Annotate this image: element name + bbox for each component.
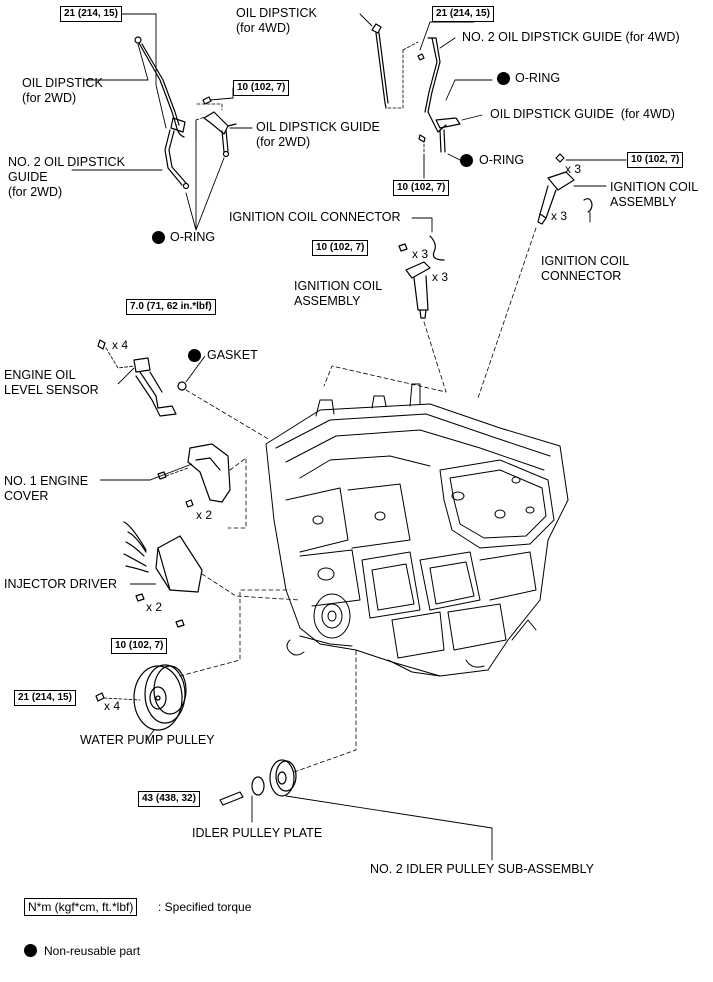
label-guide-4wd: OIL DIPSTICK GUIDE (for 4WD): [490, 107, 675, 121]
torque-oil-level-sensor: 7.0 (71, 62 in.*lbf): [126, 299, 216, 315]
label-idler-pulley-plate: IDLER PULLEY PLATE: [192, 826, 323, 840]
label-no1-engine-cover: NO. 1 ENGINE COVER: [4, 474, 89, 503]
label-ignition-coil-connector-center: IGNITION COIL CONNECTOR: [229, 210, 401, 224]
ignition-coil-right-illustration: [537, 153, 593, 225]
legend-nonreusable-text: Non-reusable part: [44, 944, 141, 958]
torque-injector-driver: 10 (102, 7): [111, 638, 168, 654]
idler-pulley-illustration: [219, 759, 297, 806]
qty-injector-driver: x 2: [146, 600, 163, 614]
label-no2-idler-pulley: NO. 2 IDLER PULLEY SUB-ASSEMBLY: [370, 862, 594, 876]
label-engine-oil-level-sensor: ENGINE OIL LEVEL SENSOR: [4, 368, 99, 397]
qty-water-pump-pulley: x 4: [104, 699, 121, 713]
label-oring-left: O-RING: [170, 230, 216, 244]
nonreusable-mark-oring-left: [152, 231, 165, 244]
legend-nonreusable-mark: [24, 944, 37, 957]
engine-block-illustration: [265, 383, 569, 677]
qty-coil-right-top: x 3: [565, 162, 582, 176]
qty-coil-center-bottom: x 3: [432, 270, 449, 284]
label-ignition-coil-right: IGNITION COIL ASSEMBLY: [610, 180, 699, 209]
qty-coil-right-bottom: x 3: [551, 209, 568, 223]
qty-coil-center-top: x 3: [412, 247, 429, 261]
label-ignition-coil-center: IGNITION COIL ASSEMBLY: [294, 279, 383, 308]
dipstick-4wd-illustration: [371, 23, 389, 109]
label-no2-guide-2wd: NO. 2 OIL DIPSTICK GUIDE (for 2WD): [8, 155, 125, 199]
torque-dipstick-2wd: 21 (214, 15): [60, 6, 122, 22]
engine-cover-illustration: [157, 443, 231, 508]
torque-coil-right: 10 (102, 7): [627, 152, 684, 168]
nonreusable-mark-gasket: [188, 349, 201, 362]
legend-torque-description: : Specified torque: [158, 900, 252, 914]
qty-engine-cover: x 2: [196, 508, 213, 522]
label-oring-4wd-top: O-RING: [515, 71, 561, 85]
dipstick-guide-2wd-illustration: [202, 96, 237, 158]
injector-driver-illustration: [123, 521, 203, 628]
nonreusable-mark-oring-4wd-bottom: [460, 154, 473, 167]
qty-oil-level-sensor: x 4: [112, 338, 129, 352]
dipstick-guide-4wd-illustration: [417, 37, 461, 153]
torque-guide-2wd: 10 (102, 7): [233, 80, 290, 96]
label-injector-driver: INJECTOR DRIVER: [4, 577, 117, 591]
label-oil-dipstick-2wd: OIL DIPSTICK (for 2WD): [22, 76, 103, 105]
label-oil-dipstick-4wd: OIL DIPSTICK (for 4WD): [236, 6, 317, 35]
ignition-coil-center-illustration: [398, 235, 445, 319]
legend-torque-box: N*m (kgf*cm, ft.*lbf): [24, 898, 138, 916]
water-pump-pulley-illustration: [95, 664, 187, 731]
label-water-pump-pulley: WATER PUMP PULLEY: [80, 733, 215, 747]
nonreusable-mark-oring-4wd-top: [497, 72, 510, 85]
label-gasket: GASKET: [207, 348, 258, 362]
label-guide-2wd: OIL DIPSTICK GUIDE (for 2WD): [256, 120, 380, 149]
label-oring-4wd-bottom: O-RING: [479, 153, 525, 167]
torque-guide-4wd-top: 21 (214, 15): [432, 6, 494, 22]
label-ignition-coil-connector-right: IGNITION COIL CONNECTOR: [541, 254, 630, 283]
oil-level-sensor-illustration: [97, 339, 187, 417]
torque-idler-pulley: 43 (438, 32): [138, 791, 200, 807]
torque-coil-center: 10 (102, 7): [312, 240, 369, 256]
torque-guide-4wd-bottom: 10 (102, 7): [393, 180, 450, 196]
torque-water-pump-pulley: 21 (214, 15): [14, 690, 76, 706]
dipstick-2wd-illustration: [134, 36, 190, 190]
label-no2-guide-4wd: NO. 2 OIL DIPSTICK GUIDE (for 4WD): [462, 30, 680, 44]
